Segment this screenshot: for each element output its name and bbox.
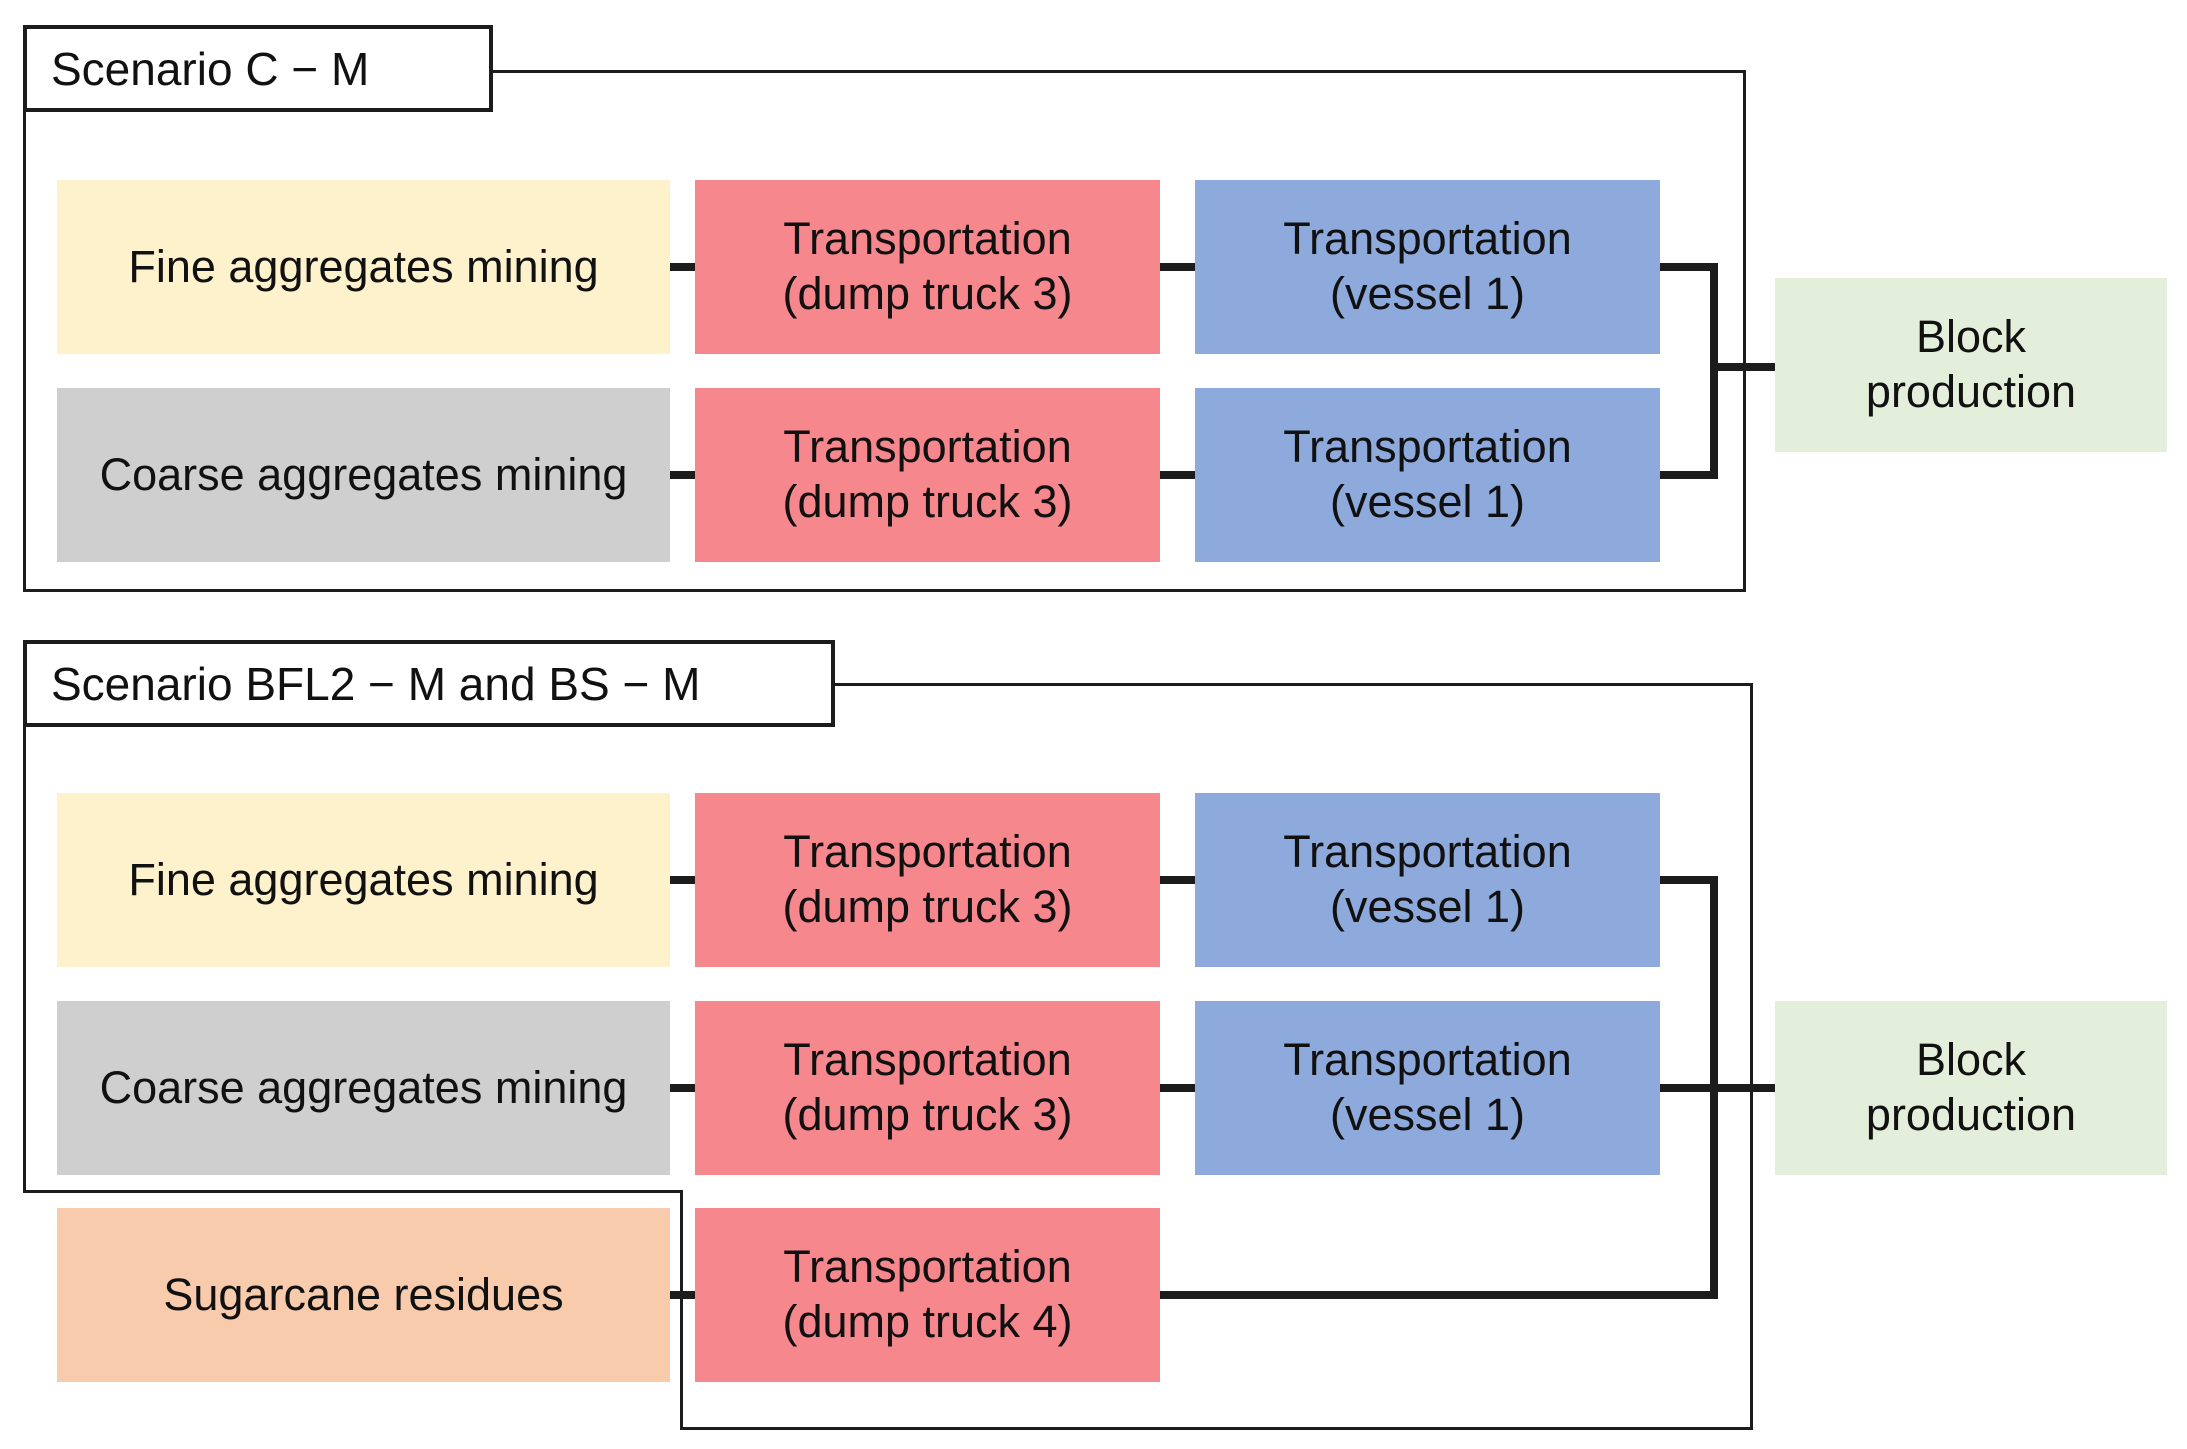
scenario2-block-production-line1: Block bbox=[1915, 1034, 2027, 1086]
scenario2-frame-bottom bbox=[680, 1427, 1753, 1430]
scenario1-row2-vessel-line2: (vessel 1) bbox=[1329, 476, 1526, 527]
scenario2-row1-vessel-line1: Transportation bbox=[1283, 826, 1572, 878]
scenario1-fine-aggregates-box: Fine aggregates mining bbox=[57, 180, 670, 354]
scenario1-row2-truck-box: Transportation (dump truck 3) bbox=[695, 388, 1160, 562]
scenario1-coarse-aggregates-label: Coarse aggregates mining bbox=[99, 448, 628, 500]
scenario2-row2-vessel-box: Transportation (vessel 1) bbox=[1195, 1001, 1660, 1175]
scenario2-coarse-aggregates-box: Coarse aggregates mining bbox=[57, 1001, 670, 1175]
scenario2-coarse-aggregates-label: Coarse aggregates mining bbox=[99, 1061, 628, 1113]
scenario2-row2-connector-truck-vessel bbox=[1154, 1084, 1202, 1092]
scenario2-frame-notch-v bbox=[680, 1190, 683, 1430]
scenario2-row1-connector-vessel-merge bbox=[1656, 876, 1718, 884]
scenario2-row3-connector-truck-merge bbox=[1154, 1291, 1718, 1299]
scenario1-row2-truck-line2: (dump truck 3) bbox=[782, 476, 1073, 527]
scenario1-merge-vertical-line bbox=[1710, 263, 1718, 479]
scenario2-row1-truck-line1: Transportation bbox=[783, 826, 1072, 878]
scenario1-row1-truck-box: Transportation (dump truck 3) bbox=[695, 180, 1160, 354]
scenario1-title-box: Scenario C − M bbox=[23, 25, 493, 112]
scenario1-row1-truck-line1: Transportation bbox=[783, 213, 1072, 265]
scenario2-row3-connector-source-truck bbox=[664, 1291, 702, 1299]
scenario2-row1-truck-box: Transportation (dump truck 3) bbox=[695, 793, 1160, 967]
scenario1-row1-connector-truck-vessel bbox=[1154, 263, 1202, 271]
scenario1-title: Scenario C − M bbox=[51, 42, 370, 95]
scenario2-title: Scenario BFL2 − M and BS − M bbox=[51, 657, 701, 710]
scenario2-title-box: Scenario BFL2 − M and BS − M bbox=[23, 640, 835, 727]
scenario2-frame-top bbox=[23, 683, 1753, 686]
scenario1-row1-connector-vessel-merge bbox=[1656, 263, 1718, 271]
scenario2-row2-truck-box: Transportation (dump truck 3) bbox=[695, 1001, 1160, 1175]
scenario2-row3-truck-line1: Transportation bbox=[783, 1241, 1072, 1293]
scenario2-frame-right bbox=[1750, 683, 1753, 1430]
scenario2-row2-truck-line1: Transportation bbox=[783, 1034, 1072, 1086]
scenario2-row1-vessel-box: Transportation (vessel 1) bbox=[1195, 793, 1660, 967]
scenario2-frame-left bbox=[23, 683, 26, 1193]
scenario2-fine-aggregates-label: Fine aggregates mining bbox=[128, 853, 599, 905]
scenario2-block-production-line2: production bbox=[1865, 1089, 2077, 1140]
scenario2-row1-connector-source-truck bbox=[664, 876, 702, 884]
scenario2-merge-vertical-line bbox=[1710, 876, 1718, 1299]
scenario1-row1-vessel-line2: (vessel 1) bbox=[1329, 268, 1526, 319]
scenario1-frame-right bbox=[1743, 70, 1746, 592]
scenario2-row2-truck-line2: (dump truck 3) bbox=[782, 1089, 1073, 1140]
scenario2-row1-truck-line2: (dump truck 3) bbox=[782, 881, 1073, 932]
scenario2-row3-truck-box: Transportation (dump truck 4) bbox=[695, 1208, 1160, 1382]
scenario2-row2-vessel-line2: (vessel 1) bbox=[1329, 1089, 1526, 1140]
scenario1-row2-connector-truck-vessel bbox=[1154, 471, 1202, 479]
scenario1-row1-vessel-box: Transportation (vessel 1) bbox=[1195, 180, 1660, 354]
scenario1-frame-top bbox=[23, 70, 1746, 73]
scenario2-fine-aggregates-box: Fine aggregates mining bbox=[57, 793, 670, 967]
scenario1-row2-vessel-line1: Transportation bbox=[1283, 421, 1572, 473]
scenario2-row2-connector-source-truck bbox=[664, 1084, 702, 1092]
scenario2-frame-notch-h bbox=[23, 1190, 683, 1193]
scenario2-block-production-box: Block production bbox=[1775, 1001, 2167, 1175]
scenario2-row1-vessel-line2: (vessel 1) bbox=[1329, 881, 1526, 932]
scenario1-row1-vessel-line1: Transportation bbox=[1283, 213, 1572, 265]
scenario1-row1-connector-source-truck bbox=[664, 263, 702, 271]
scenario1-coarse-aggregates-box: Coarse aggregates mining bbox=[57, 388, 670, 562]
scenario1-fine-aggregates-label: Fine aggregates mining bbox=[128, 240, 599, 292]
scenario1-row1-truck-line2: (dump truck 3) bbox=[782, 268, 1073, 319]
scenario1-block-production-box: Block production bbox=[1775, 278, 2167, 452]
scenario2-row3-truck-line2: (dump truck 4) bbox=[782, 1296, 1073, 1347]
scenario1-row2-vessel-box: Transportation (vessel 1) bbox=[1195, 388, 1660, 562]
scenario2-sugarcane-residues-label: Sugarcane residues bbox=[163, 1268, 564, 1320]
scenario1-block-production-line1: Block bbox=[1915, 311, 2027, 363]
scenario2-row2-vessel-line1: Transportation bbox=[1283, 1034, 1572, 1086]
scenario1-frame-left bbox=[23, 70, 26, 592]
scenario1-row2-connector-vessel-merge bbox=[1656, 471, 1718, 479]
scenario1-block-production-line2: production bbox=[1865, 366, 2077, 417]
scenario1-connector-merge-output bbox=[1710, 363, 1776, 371]
scenario2-row1-connector-truck-vessel bbox=[1154, 876, 1202, 884]
scenario2-sugarcane-residues-box: Sugarcane residues bbox=[57, 1208, 670, 1382]
scenario1-row2-connector-source-truck bbox=[664, 471, 702, 479]
scenario1-row2-truck-line1: Transportation bbox=[783, 421, 1072, 473]
scenario1-frame-bottom bbox=[23, 589, 1746, 592]
